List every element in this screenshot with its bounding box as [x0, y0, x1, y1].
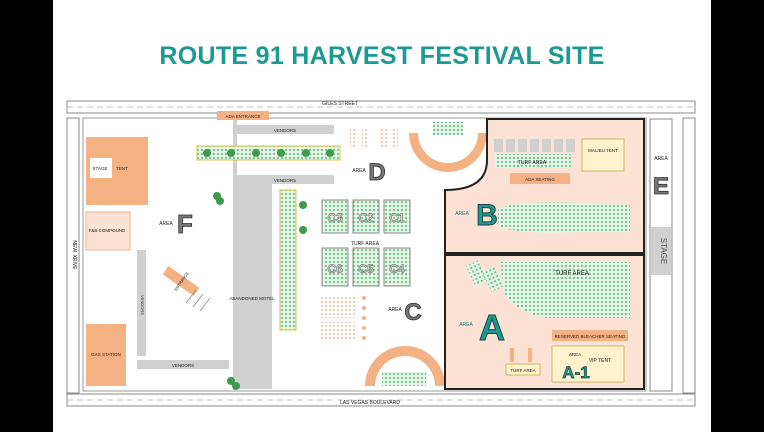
tent-c6-label: C6 [327, 262, 343, 276]
vendors-strip-bottom [137, 360, 229, 369]
abandoned-motel-label: ABANDONED MOTEL [229, 296, 275, 301]
tent-c3 [321, 199, 349, 234]
ada-rail-2 [528, 348, 532, 362]
bleachers-b [494, 139, 575, 152]
tree-line-d [196, 145, 341, 161]
letterbox-left [0, 0, 53, 432]
ada-rail-1 [510, 348, 514, 362]
turf-area-label-a: TURF AREA [555, 271, 589, 277]
fb-compound-label: F&B COMPOUND [89, 228, 127, 233]
ada-seating-label: ADA SEATING [525, 177, 555, 182]
area-label-a1: AREA [569, 352, 581, 357]
turf-area-label-c: TURF AREA [351, 241, 380, 247]
left-street-label: NEW. XRIVE [71, 240, 77, 270]
vendors-strip-f [137, 250, 146, 356]
area-label-d: AREA [352, 168, 366, 174]
tent-c2 [352, 199, 380, 234]
right-street-road [682, 117, 696, 394]
turf-field-a [500, 262, 630, 318]
abandoned-motel [233, 184, 272, 389]
entrance-f [162, 266, 200, 296]
vip-tent-label: VIP TENT [589, 358, 611, 364]
vendors-label-d-top: VENDORS [274, 128, 296, 133]
reserved-bleacher [552, 330, 628, 341]
zone-d: D [368, 159, 385, 186]
area-label-c: AREA [388, 307, 402, 313]
zone-c: C [404, 299, 421, 326]
turf-area-label-a-small: TURF AREA [510, 368, 535, 373]
vendors-label-bottom: VENDORS [172, 363, 194, 368]
giles-street-label: GILES STREET [322, 101, 358, 107]
map-title: ROUTE 91 HARVEST FESTIVAL SITE [159, 42, 605, 70]
stage-d-turf [433, 122, 463, 135]
tent-c5 [352, 247, 380, 287]
stage-label-f: STAGE [93, 166, 108, 171]
zone-b: B [476, 199, 498, 232]
left-street-road [66, 117, 80, 394]
turf-patch-a-2 [482, 266, 504, 292]
main-stage [651, 227, 671, 275]
vendors-label-f: VENDORS [140, 295, 145, 315]
turf-area-a-small [505, 363, 541, 376]
stage-box [90, 158, 112, 178]
las-vegas-boulevard-label: LAS VEGAS BOULEVARD [340, 400, 400, 406]
tent-grid: C3 C2 C1 TURF AREA C6 C5 C4 [321, 199, 411, 287]
area-label-f: AREA [159, 221, 173, 227]
vendors-strip-d-bottom [237, 175, 334, 184]
tent-c1 [383, 199, 411, 234]
seating-d-1 [350, 127, 357, 147]
reserved-bleacher-label: RESERVED BLEACHER SEATING [555, 334, 626, 339]
gas-station [86, 324, 126, 386]
zone-e: E [653, 173, 669, 200]
malibu-tent [581, 138, 625, 172]
turf-area-b-top [495, 154, 571, 168]
area-label-e: AREA [654, 156, 668, 162]
zone-a1: A-1 [562, 363, 589, 382]
zone-f: F [177, 209, 193, 239]
vendors-label-d-bottom: VENDORS [274, 178, 296, 183]
tent-c4-label: C4 [389, 262, 405, 276]
area-label-b: AREA [455, 211, 469, 217]
turf-field-b [498, 202, 630, 233]
area-label-a: AREA [459, 322, 473, 328]
seating-c-2 [321, 322, 355, 340]
tent-c4 [383, 247, 411, 287]
gas-station-label: GAS STATION [91, 352, 121, 357]
ada-entrance-label: ADA ENTRANCE [225, 114, 260, 119]
malibu-tent-label: MALIBU TENT [588, 148, 618, 153]
zone-a: A [479, 307, 505, 348]
seating-d-2 [362, 127, 369, 147]
main-stage-label: STAGE [659, 238, 668, 265]
tent-c3-label: C3 [327, 211, 343, 225]
tree-column [279, 189, 297, 331]
ada-seating [510, 173, 570, 184]
vendors-strip-d-top [237, 125, 334, 134]
vip-tent-block [551, 345, 625, 383]
tent-c1-label: C1 [389, 211, 405, 225]
seating-d-3 [380, 127, 387, 147]
turf-patch-a-1 [466, 260, 488, 286]
ada-entrance [217, 111, 269, 120]
tent-c2-label: C2 [358, 211, 374, 225]
tent-c6 [321, 247, 349, 287]
tent-label-f: TENT [116, 166, 128, 171]
turf-area-label-b: TURF AREA [518, 160, 547, 166]
fb-compound [85, 211, 131, 251]
stage-c-turf [382, 372, 426, 386]
seating-d-4 [391, 127, 398, 147]
tent-c5-label: C5 [358, 262, 374, 276]
letterbox-right [711, 0, 764, 432]
seating-c-1 [321, 296, 355, 318]
